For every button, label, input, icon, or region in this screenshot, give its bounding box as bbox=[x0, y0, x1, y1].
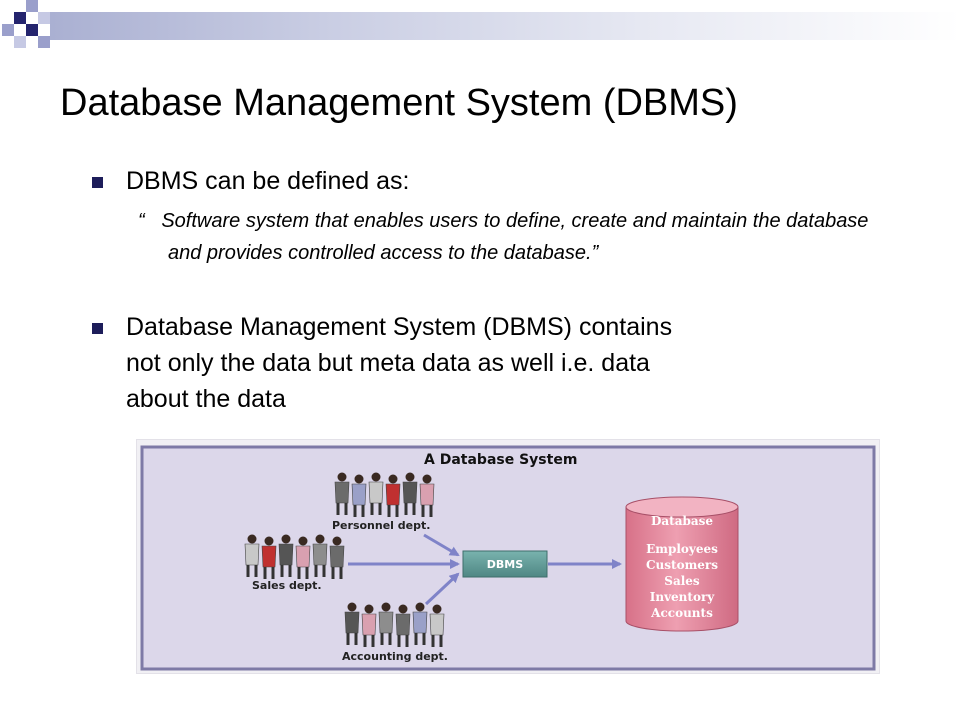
database-system-diagram: A Database System DBMS Database Employee… bbox=[136, 439, 880, 674]
database-table: Inventory bbox=[650, 590, 716, 604]
database-label: Database bbox=[651, 514, 713, 528]
person-icon bbox=[419, 474, 435, 517]
decor-square bbox=[14, 36, 26, 48]
person-icon bbox=[395, 604, 411, 647]
person-icon bbox=[295, 536, 311, 579]
sales-people-icon bbox=[244, 534, 345, 579]
person-icon bbox=[361, 604, 377, 647]
accounting-people-icon bbox=[344, 602, 445, 647]
quote-close-mark: ” bbox=[591, 242, 599, 264]
bullet-line: about the data bbox=[126, 385, 286, 413]
quote-text: Software system that enables users to de… bbox=[161, 210, 869, 264]
decor-square bbox=[14, 12, 26, 24]
header-decoration bbox=[0, 0, 960, 62]
bullet-line: not only the data but meta data as well … bbox=[126, 349, 650, 377]
person-icon bbox=[402, 472, 418, 515]
diagram-title: A Database System bbox=[424, 452, 577, 468]
database-table: Employees bbox=[646, 542, 718, 556]
person-icon bbox=[344, 602, 360, 645]
decor-square bbox=[38, 36, 50, 48]
person-icon bbox=[334, 472, 350, 515]
person-icon bbox=[351, 474, 367, 517]
decor-square bbox=[26, 24, 38, 36]
group-label-accounting: Accounting dept. bbox=[342, 650, 448, 663]
personnel-people-icon bbox=[334, 472, 435, 517]
person-icon bbox=[312, 534, 328, 577]
definition-quote: “ Software system that enables users to … bbox=[138, 205, 898, 269]
person-icon bbox=[429, 604, 445, 647]
slide-title: Database Management System (DBMS) bbox=[60, 82, 738, 124]
quote-body: “ Software system that enables users to … bbox=[138, 205, 898, 269]
person-icon bbox=[261, 536, 277, 579]
bullet-text: DBMS can be defined as: bbox=[126, 167, 410, 195]
person-icon bbox=[412, 602, 428, 645]
decor-square bbox=[26, 0, 38, 12]
bullet-marker bbox=[92, 323, 103, 334]
quote-open-mark: “ bbox=[138, 210, 145, 232]
person-icon bbox=[278, 534, 294, 577]
bullet-marker bbox=[92, 177, 103, 188]
person-icon bbox=[385, 474, 401, 517]
decor-square bbox=[38, 12, 50, 24]
bullet-line: Database Management System (DBMS) contai… bbox=[126, 313, 673, 341]
header-gradient-bar bbox=[50, 12, 960, 40]
database-table: Accounts bbox=[650, 606, 713, 620]
person-icon bbox=[378, 602, 394, 645]
diagram-canvas: A Database System DBMS Database Employee… bbox=[140, 445, 876, 671]
group-label-personnel: Personnel dept. bbox=[332, 519, 430, 532]
arrow-accounting-to-dbms bbox=[424, 572, 460, 606]
bullet-text: Database Management System (DBMS) contai… bbox=[126, 309, 672, 417]
decor-square bbox=[2, 24, 14, 36]
database-cylinder bbox=[625, 496, 739, 632]
person-icon bbox=[368, 472, 384, 515]
person-icon bbox=[244, 534, 260, 577]
database-table: Customers bbox=[646, 558, 718, 572]
dbms-box bbox=[462, 550, 548, 578]
database-table: Sales bbox=[664, 574, 700, 588]
arrow-personnel-to-dbms bbox=[423, 533, 460, 557]
person-icon bbox=[329, 536, 345, 579]
dbms-label: DBMS bbox=[487, 558, 523, 571]
group-label-sales: Sales dept. bbox=[252, 579, 322, 592]
